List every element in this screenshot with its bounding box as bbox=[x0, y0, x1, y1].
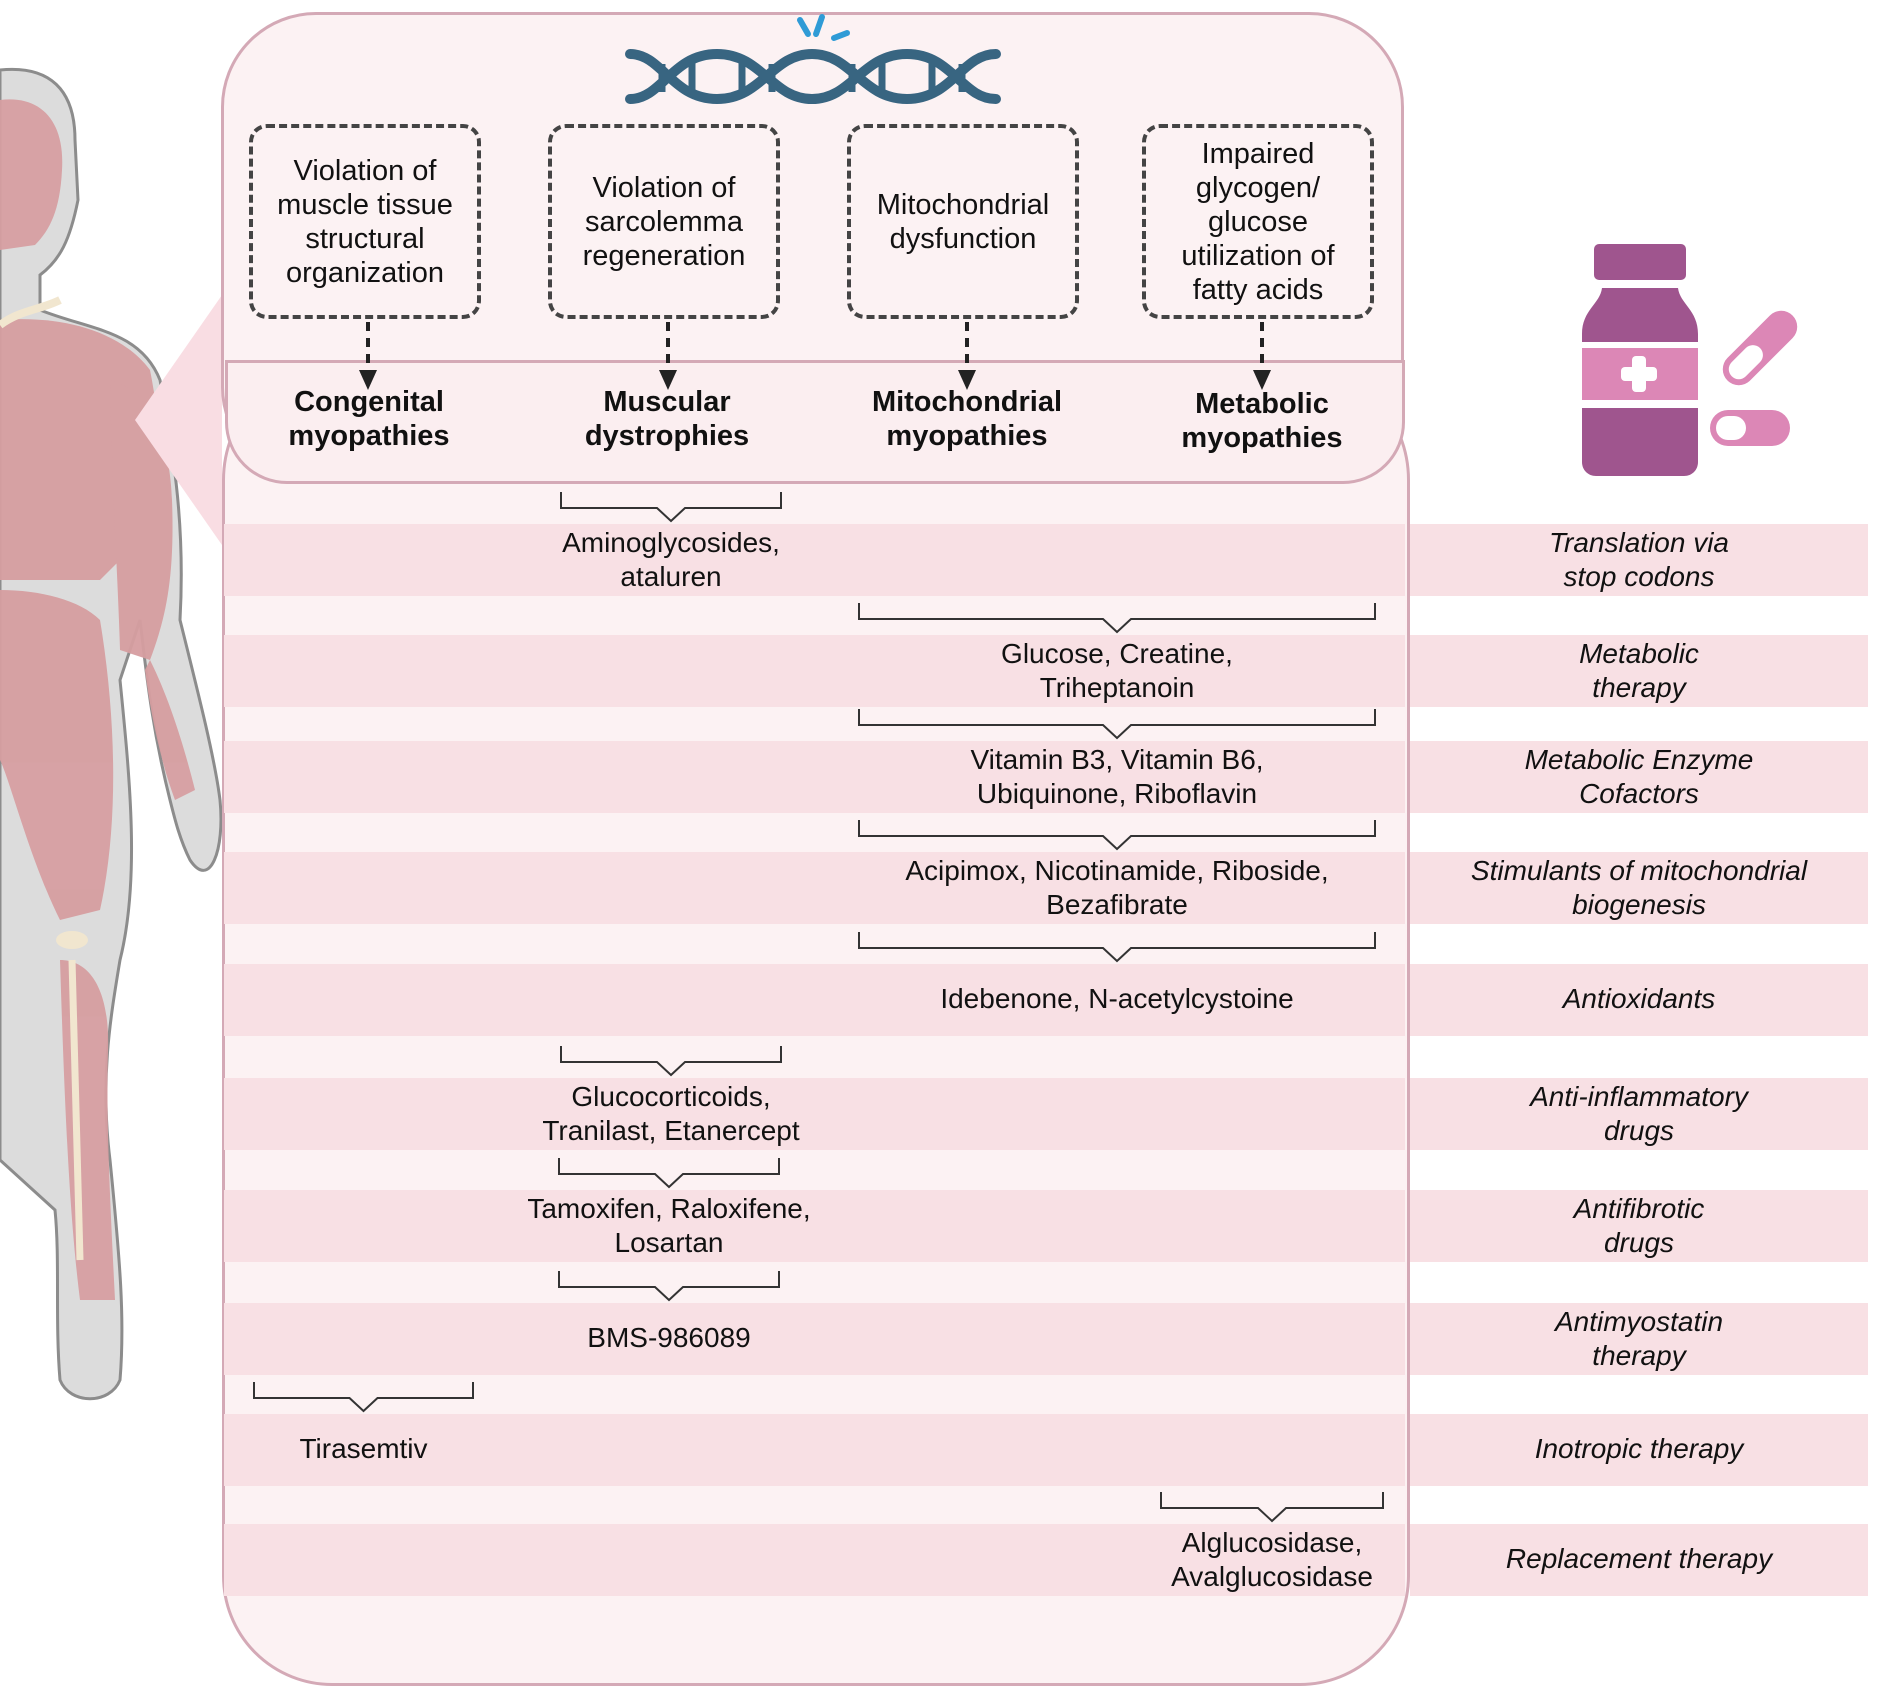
mechanism-row-band bbox=[1410, 741, 1868, 813]
dna-mutation-icon bbox=[625, 14, 1001, 105]
mechanism-row-band bbox=[1410, 635, 1868, 707]
therapy-row-band bbox=[224, 852, 1405, 924]
therapy-row-band bbox=[224, 635, 1405, 707]
mechanism-label: Antioxidants bbox=[1562, 983, 1716, 1014]
drug-list: Alglucosidase,Avalglucosidase bbox=[1171, 1527, 1373, 1592]
mechanism-label: Replacement therapy bbox=[1505, 1543, 1773, 1574]
drug-list: Aminoglycosides,ataluren bbox=[562, 527, 780, 592]
mechanism-row-band bbox=[1410, 524, 1868, 596]
drug-list: Acipimox, Nicotinamide, Riboside,Bezafib… bbox=[905, 855, 1329, 920]
cause-box: Violation of sarcolemma regeneration bbox=[548, 124, 780, 319]
mechanism-row-band bbox=[1410, 964, 1868, 1036]
drug-list: BMS-986089 bbox=[587, 1322, 751, 1353]
mechanism-row-band bbox=[1410, 1414, 1868, 1486]
bracket-connector bbox=[858, 932, 1376, 963]
bracket-connector bbox=[560, 492, 782, 523]
bracket-connector bbox=[858, 709, 1376, 740]
bracket-connector bbox=[560, 1046, 782, 1077]
therapy-row-band bbox=[224, 1524, 1405, 1596]
cause-box: Mitochondrial dysfunction bbox=[847, 124, 1079, 319]
drug-list: Vitamin B3, Vitamin B6,Ubiquinone, Ribof… bbox=[970, 744, 1264, 809]
mechanism-row-band bbox=[1410, 1303, 1868, 1375]
bracket-connector bbox=[558, 1271, 780, 1302]
mechanism-row-band bbox=[1410, 852, 1868, 924]
therapy-row-band bbox=[224, 741, 1405, 813]
cause-box: Violation of muscle tissue structural or… bbox=[249, 124, 481, 319]
cause-text: Impaired glycogen/ glucose utilization o… bbox=[1181, 137, 1335, 306]
bracket-connector bbox=[858, 603, 1376, 634]
mechanism-row-band bbox=[1410, 1190, 1868, 1262]
drug-list: Tirasemtiv bbox=[299, 1433, 428, 1464]
mechanism-row-band bbox=[1410, 1078, 1868, 1150]
bracket-connector bbox=[1160, 1492, 1384, 1523]
bracket-connector bbox=[558, 1158, 780, 1189]
categories-band bbox=[225, 360, 1405, 484]
drug-list: Glucocorticoids,Tranilast, Etanercept bbox=[542, 1081, 800, 1146]
cause-text: Mitochondrial dysfunction bbox=[876, 188, 1050, 255]
human-muscle-figure-icon bbox=[0, 67, 223, 1401]
medicine-bottle-icon bbox=[1582, 244, 1798, 476]
cause-text: Violation of muscle tissue structural or… bbox=[277, 154, 453, 289]
drug-list: Tamoxifen, Raloxifene,Losartan bbox=[527, 1193, 811, 1258]
cause-text: Violation of sarcolemma regeneration bbox=[582, 171, 746, 272]
cause-box: Impaired glycogen/ glucose utilization o… bbox=[1142, 124, 1374, 319]
mechanism-row-band bbox=[1410, 1524, 1868, 1596]
mechanism-label: Inotropic therapy bbox=[1534, 1433, 1744, 1464]
therapy-row-band bbox=[224, 1190, 1405, 1262]
therapy-row-band bbox=[224, 1303, 1405, 1375]
therapy-row-band bbox=[224, 524, 1405, 596]
therapy-row-band bbox=[224, 1078, 1405, 1150]
therapy-row-band bbox=[224, 964, 1405, 1036]
drug-list: Glucose, Creatine,Triheptanoin bbox=[1001, 638, 1233, 703]
drug-list: Idebenone, N-acetylcystoine bbox=[940, 983, 1294, 1014]
bracket-connector bbox=[253, 1382, 474, 1413]
therapy-row-band bbox=[224, 1414, 1405, 1486]
bracket-connector bbox=[858, 820, 1376, 851]
